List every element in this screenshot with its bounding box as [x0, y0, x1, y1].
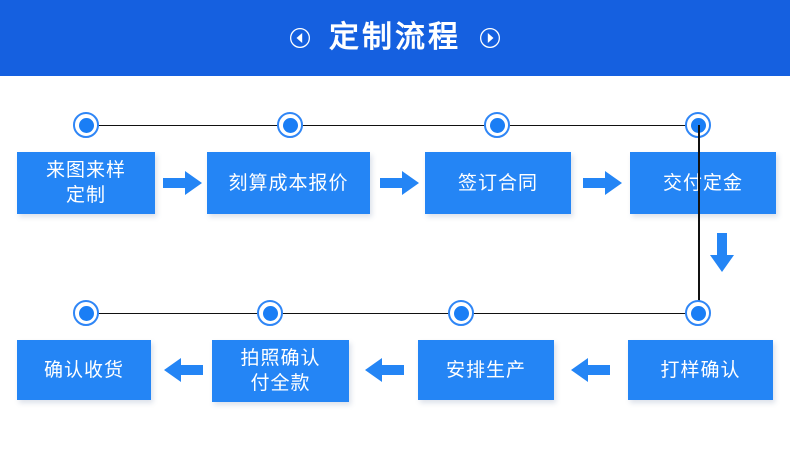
step-box-row1-2[interactable]: 刻算成本报价: [207, 152, 370, 214]
page-title: 定制流程: [329, 21, 461, 54]
rail-row2: [86, 313, 698, 314]
step-box-row1-3[interactable]: 签订合同: [425, 152, 571, 214]
step-box-row2-2[interactable]: 拍照确认 付全款: [212, 340, 349, 402]
header-bar: 定制流程: [0, 0, 790, 76]
step-box-row1-1[interactable]: 来图来样 定制: [17, 152, 155, 214]
node-dot-row1-1: [73, 112, 99, 138]
step-box-row2-3[interactable]: 安排生产: [418, 340, 554, 400]
header-content: 定制流程: [289, 23, 501, 53]
arrow-right-3: [583, 171, 622, 195]
arrow-right-1: [163, 171, 202, 195]
node-dot-row2-1: [73, 300, 99, 326]
arrow-down-1: [710, 233, 734, 272]
rail-vertical-connector: [698, 125, 700, 313]
node-dot-row2-2: [257, 300, 283, 326]
node-dot-row1-3: [484, 112, 510, 138]
arrow-right-2: [380, 171, 419, 195]
flow-diagram: 来图来样 定制 刻算成本报价 签订合同 交付定金 确认收货 拍照确认 付全款 安…: [0, 76, 790, 472]
step-box-row2-4[interactable]: 打样确认: [628, 340, 773, 400]
rail-row1: [86, 125, 698, 126]
node-dot-row1-2: [277, 112, 303, 138]
arrow-left-2: [365, 358, 404, 382]
arrow-left-3: [571, 358, 610, 382]
circle-right-arrow-icon: [480, 28, 500, 48]
node-dot-row2-4: [685, 300, 711, 326]
circle-left-arrow-icon: [290, 28, 310, 48]
step-box-row1-4[interactable]: 交付定金: [630, 152, 776, 214]
arrow-left-1: [164, 358, 203, 382]
node-dot-row2-3: [448, 300, 474, 326]
step-box-row2-1[interactable]: 确认收货: [17, 340, 151, 400]
